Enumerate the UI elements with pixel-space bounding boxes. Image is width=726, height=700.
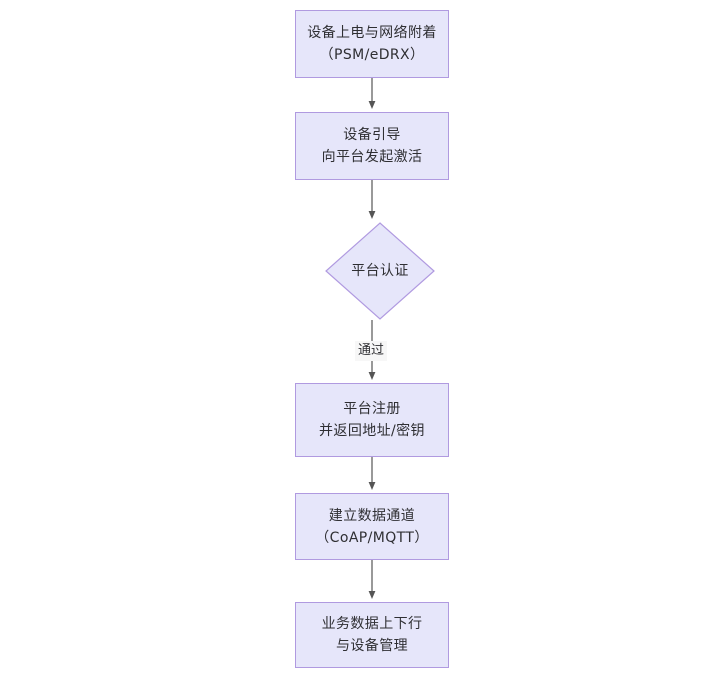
node-label-line: 平台注册: [343, 401, 401, 417]
node-platform-authentication[interactable]: 平台认证: [325, 222, 435, 320]
node-label-line: 向平台发起激活: [321, 149, 423, 165]
node-label-line: （CoAP/MQTT）: [315, 529, 429, 546]
node-business-data-and-device-management[interactable]: 业务数据上下行 与设备管理: [295, 602, 449, 668]
node-label-line: 平台认证: [351, 263, 409, 279]
node-label-line: （PSM/eDRX）: [319, 47, 425, 63]
node-device-bootstrap[interactable]: 设备引导 向平台发起激活: [295, 112, 449, 180]
node-label-line: 并返回地址/密钥: [319, 423, 425, 439]
node-establish-data-channel[interactable]: 建立数据通道 （CoAP/MQTT）: [295, 493, 449, 560]
diamond-icon: [325, 222, 435, 320]
node-label-line: 业务数据上下行: [321, 616, 423, 632]
node-label-line: 设备上电与网络附着: [307, 25, 437, 41]
node-label-line: 设备引导: [343, 127, 401, 143]
node-label-line: 建立数据通道: [328, 507, 416, 524]
edge-label-pass: 通过: [355, 341, 388, 361]
node-device-power-on[interactable]: 设备上电与网络附着 （PSM/eDRX）: [295, 10, 449, 78]
node-label-line: 与设备管理: [336, 638, 408, 654]
node-platform-registration[interactable]: 平台注册 并返回地址/密钥: [295, 383, 449, 457]
